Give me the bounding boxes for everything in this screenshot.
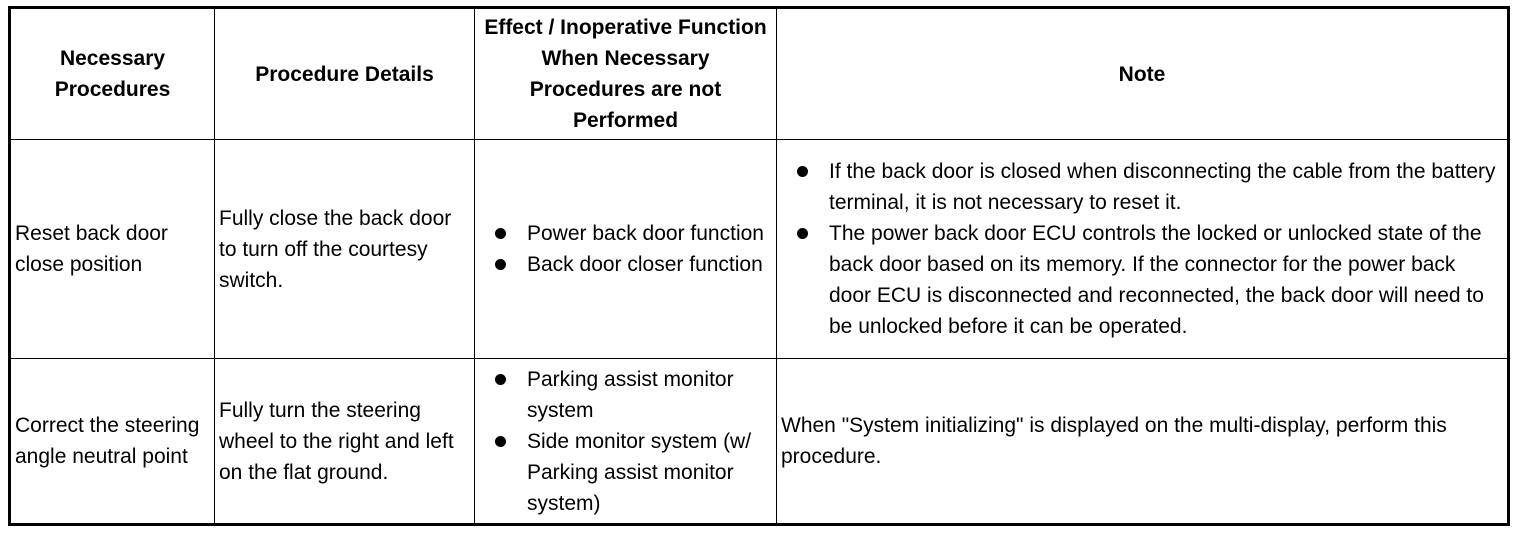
bullet-icon [495, 259, 506, 270]
list-item: Power back door function [479, 218, 772, 249]
header-note: Note [776, 7, 1509, 140]
procedure-cell: Correct the steering angle neutral point [9, 358, 215, 525]
list-item: Side monitor system (w/ Parking assist m… [479, 426, 772, 519]
note-cell: If the back door is closed when disconne… [776, 139, 1509, 359]
note-cell: When "System initializing" is displayed … [776, 358, 1509, 525]
details-cell: Fully close the back door to turn off th… [214, 139, 475, 359]
list-item: Back door closer function [479, 249, 772, 280]
notes-list: If the back door is closed when disconne… [781, 156, 1503, 342]
procedures-table-container: Necessary Procedures Procedure Details E… [8, 6, 1510, 526]
list-item: If the back door is closed when disconne… [781, 156, 1503, 218]
procedure-cell: Reset back door close position [9, 139, 215, 359]
procedures-table: Necessary Procedures Procedure Details E… [8, 6, 1510, 526]
bullet-icon [797, 166, 808, 177]
effects-cell: Parking assist monitor system Side monit… [474, 358, 777, 525]
effects-list: Parking assist monitor system Side monit… [479, 364, 772, 519]
table-header-row: Necessary Procedures Procedure Details E… [9, 7, 1509, 140]
details-cell: Fully turn the steering wheel to the rig… [214, 358, 475, 525]
bullet-icon [495, 435, 506, 447]
effect-text: Power back door function [527, 222, 764, 245]
effects-list: Power back door function Back door close… [479, 218, 772, 280]
bullet-icon [495, 373, 506, 385]
header-procedure-details: Procedure Details [214, 7, 475, 140]
header-necessary-procedures: Necessary Procedures [9, 7, 215, 140]
bullet-icon [495, 228, 506, 239]
table-row: Correct the steering angle neutral point… [9, 358, 1509, 525]
effect-text: Back door closer function [527, 253, 763, 276]
note-text: The power back door ECU controls the loc… [829, 222, 1484, 338]
list-item: The power back door ECU controls the loc… [781, 218, 1503, 342]
bullet-icon [797, 228, 808, 239]
effects-cell: Power back door function Back door close… [474, 139, 777, 359]
note-text: If the back door is closed when disconne… [829, 160, 1496, 214]
list-item: Parking assist monitor system [479, 364, 772, 426]
table-row: Reset back door close position Fully clo… [9, 139, 1509, 359]
effect-text: Parking assist monitor system [527, 367, 734, 422]
header-effect-inoperative-function: Effect / Inoperative Function When Neces… [474, 7, 777, 140]
effect-text: Side monitor system (w/ Parking assist m… [527, 429, 752, 515]
